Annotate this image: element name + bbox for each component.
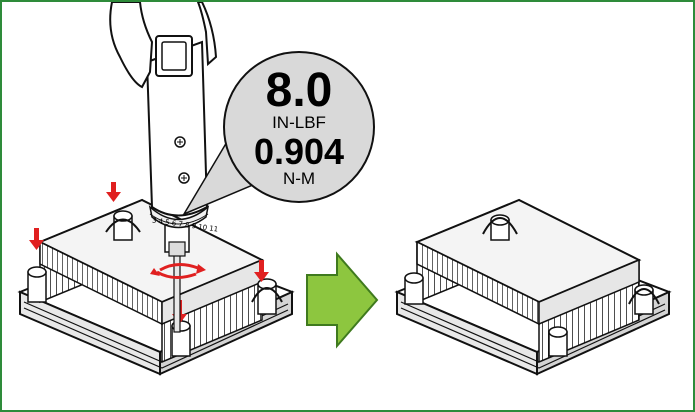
torque-unit-inlbf: IN-LBF bbox=[272, 113, 326, 132]
screw-post-right bbox=[251, 278, 283, 315]
torque-callout: 8.0 IN-LBF 0.904 N-M bbox=[182, 51, 375, 216]
heatsink-right bbox=[394, 198, 672, 376]
screw-post-front bbox=[548, 326, 568, 357]
screw-post-back bbox=[105, 210, 141, 241]
screwdriver-icon: 3 4 5 6 7 8 9 10 11 bbox=[109, 2, 219, 333]
screw-post-back bbox=[482, 214, 518, 241]
torque-value-nm: 0.904 bbox=[254, 131, 344, 172]
torque-value-inlbf: 8.0 bbox=[266, 64, 333, 117]
screw-post-left bbox=[404, 272, 424, 305]
down-arrow-icon bbox=[254, 260, 269, 282]
down-arrow-icon bbox=[29, 228, 44, 250]
rotation-arrow-icon bbox=[150, 263, 206, 279]
screw-post-left bbox=[27, 266, 47, 303]
down-arrow-icon bbox=[106, 182, 121, 202]
torque-unit-nm: N-M bbox=[283, 169, 315, 188]
heatsink-left bbox=[17, 198, 295, 376]
next-step-arrow-icon bbox=[306, 251, 379, 349]
screw-post-right bbox=[628, 284, 660, 315]
